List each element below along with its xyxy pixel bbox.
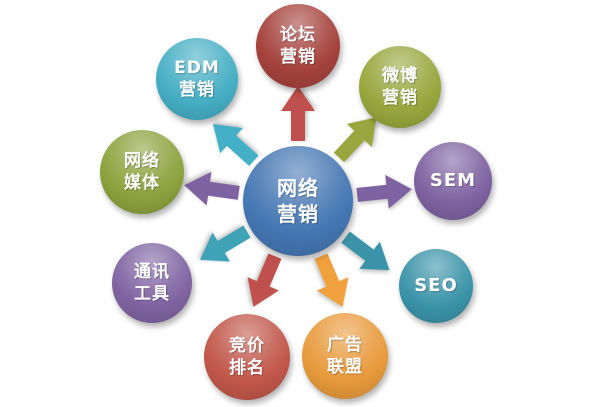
label-line: 营销 — [179, 80, 215, 100]
label-line: SEM — [429, 170, 477, 192]
label-line: 论坛 — [280, 24, 316, 45]
node-label: 通讯 工具 — [134, 261, 170, 305]
block-arrow-icon — [341, 231, 390, 271]
node-label: SEO — [414, 274, 458, 297]
node-label: SEM — [430, 169, 476, 192]
label-line: 媒体 — [124, 173, 160, 193]
arrow-to-sem — [355, 171, 414, 213]
node-seo: SEO — [399, 249, 473, 323]
block-arrow-icon — [247, 253, 282, 307]
label-line: EDM — [174, 57, 220, 78]
label-line: 广告 — [327, 334, 363, 355]
node-label: 竞价 排名 — [229, 335, 265, 379]
arrow-to-communication-tools — [190, 216, 257, 276]
node-weibo-marketing: 微博 营销 — [359, 46, 441, 128]
arrow-to-ad-alliance — [304, 249, 359, 315]
label-line: 竞价 — [229, 335, 265, 356]
arrow-to-seo — [335, 223, 401, 285]
block-arrow-icon — [281, 86, 315, 141]
block-arrow-icon — [199, 225, 251, 262]
block-arrow-icon — [333, 117, 377, 163]
node-label: 广告 联盟 — [327, 334, 363, 378]
label-line: 通讯 — [134, 261, 170, 282]
node-label: 网络 媒体 — [124, 150, 160, 194]
node-network-media: 网络 媒体 — [100, 130, 184, 214]
block-arrow-icon — [212, 123, 259, 166]
node-bidding-ranking: 竞价 排名 — [204, 314, 290, 400]
label-line: 营销 — [280, 47, 316, 67]
arrow-to-bidding-ranking — [236, 249, 291, 315]
label-line: 微博 — [382, 65, 418, 86]
label-line: 网络 — [277, 176, 319, 200]
block-arrow-icon — [184, 171, 240, 206]
label-line: 网络 — [124, 150, 160, 171]
label-line: 联盟 — [327, 357, 363, 377]
arrow-to-weibo-marketing — [326, 104, 391, 170]
arrow-to-network-media — [181, 167, 241, 210]
block-arrow-icon — [314, 253, 349, 307]
center-node-label: 网络 营销 — [277, 175, 319, 227]
label-line: 营销 — [382, 88, 418, 108]
label-line: 工具 — [134, 284, 170, 304]
node-label: 论坛 营销 — [280, 24, 316, 68]
label-line: SEO — [414, 275, 458, 297]
arrow-to-forum-marketing — [280, 85, 316, 141]
node-sem: SEM — [414, 142, 492, 220]
center-node-network-marketing: 网络 营销 — [243, 146, 353, 256]
node-edm-marketing: EDM 营销 — [156, 38, 238, 120]
arrow-to-edm-marketing — [200, 110, 266, 174]
node-forum-marketing: 论坛 营销 — [256, 4, 340, 88]
node-label: EDM 营销 — [174, 57, 220, 101]
label-line: 营销 — [277, 202, 319, 226]
node-communication-tools: 通讯 工具 — [112, 243, 192, 323]
block-arrow-icon — [356, 174, 412, 209]
label-line: 排名 — [229, 358, 265, 378]
node-ad-alliance: 广告 联盟 — [302, 313, 388, 399]
node-label: 微博 营销 — [382, 65, 418, 109]
